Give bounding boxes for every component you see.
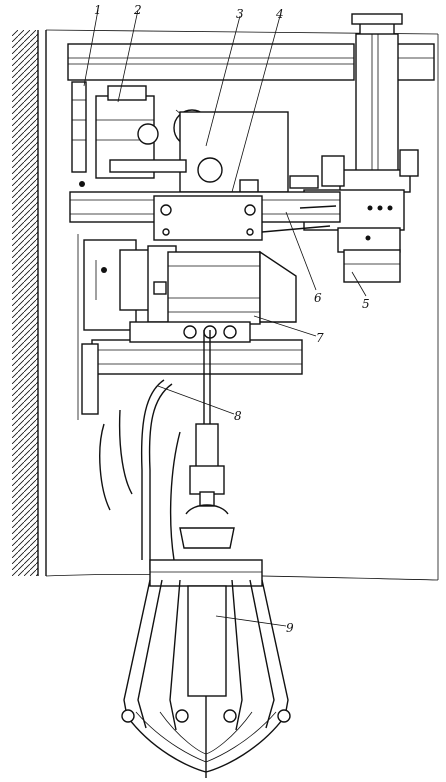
callout-1: 1 <box>94 3 102 17</box>
callout-9: 9 <box>286 621 294 635</box>
leader-lines <box>83 9 367 627</box>
main-girder <box>69 191 341 241</box>
callout-5: 5 <box>362 297 370 311</box>
callout-6: 6 <box>314 291 322 305</box>
grab-suspension <box>179 423 235 549</box>
upper-drive-units <box>71 81 319 193</box>
cables <box>99 330 211 570</box>
top-beam <box>67 43 435 81</box>
callout-7: 7 <box>316 331 324 345</box>
orange-peel-grab <box>121 559 291 778</box>
callout-3: 3 <box>236 7 244 21</box>
callout-2: 2 <box>133 3 142 17</box>
lower-platform <box>77 234 303 420</box>
slewing-column <box>303 13 419 283</box>
wall <box>12 30 47 576</box>
hoist-assembly <box>83 239 297 331</box>
callout-8: 8 <box>234 409 242 423</box>
callout-4: 4 <box>275 7 284 21</box>
